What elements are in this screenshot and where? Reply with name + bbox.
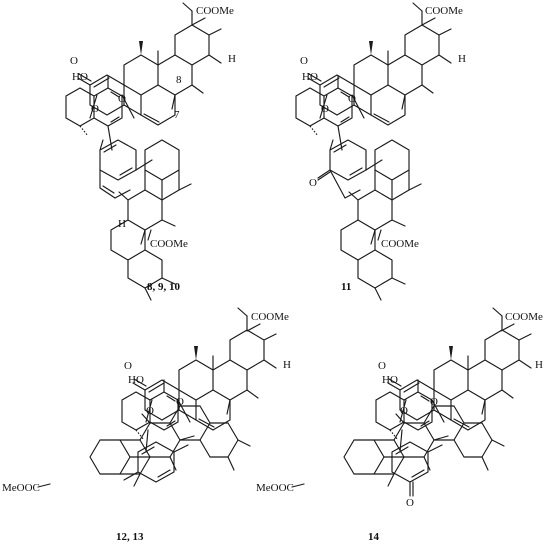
hydroxyl-label: HO bbox=[302, 71, 318, 83]
compound-label: 8, 9, 10 bbox=[147, 281, 181, 293]
ring-oxygen-2-label: O bbox=[176, 396, 184, 408]
compound-label: 12, 13 bbox=[116, 531, 144, 543]
ketone-oxygen-2-label: O bbox=[309, 177, 317, 189]
hydrogen-top-label: H bbox=[458, 53, 466, 65]
ring-oxygen-1-label: O bbox=[321, 103, 329, 115]
ketone-oxygen-label: O bbox=[70, 55, 78, 67]
structure-14: COOMe MeOOC HO O O O O H 14 bbox=[256, 307, 543, 543]
ring-oxygen-1-label: O bbox=[91, 103, 99, 115]
top-ester-label: COOMe bbox=[196, 5, 234, 17]
top-ester-label: COOMe bbox=[425, 5, 463, 17]
hydroxyl-label: HO bbox=[382, 374, 398, 386]
hydrogen-top-label: H bbox=[228, 53, 236, 65]
hydrogen-bottom-label: H bbox=[118, 218, 126, 230]
ring-oxygen-2-label: O bbox=[118, 93, 126, 105]
structure-12-13: COOMe MeOOC HO O O O H 12, 13 bbox=[2, 307, 291, 543]
position-8-label: 8 bbox=[176, 74, 182, 86]
left-ester-label: MeOOC bbox=[256, 482, 294, 494]
bottom-ester-label: COOMe bbox=[381, 238, 419, 250]
bottom-ester-label: COOMe bbox=[150, 238, 188, 250]
ketone-oxygen-2-label: O bbox=[406, 497, 414, 509]
ring-oxygen-2-label: O bbox=[430, 396, 438, 408]
compound-label: 14 bbox=[368, 531, 380, 543]
ring-oxygen-2-label: O bbox=[348, 93, 356, 105]
compound-label: 11 bbox=[341, 281, 351, 293]
ketone-oxygen-label: O bbox=[300, 55, 308, 67]
hydrogen-top-label: H bbox=[535, 359, 543, 371]
hydroxyl-label: HO bbox=[128, 374, 144, 386]
ketone-oxygen-label: O bbox=[378, 360, 386, 372]
top-ester-label: COOMe bbox=[251, 311, 289, 323]
ring-oxygen-1-label: O bbox=[400, 405, 408, 417]
structure-11: COOMe COOMe HO O O O O H 11 bbox=[295, 2, 466, 301]
left-ester-label: MeOOC bbox=[2, 482, 40, 494]
structure-8-9-10: COOMe COOMe HO O O O H H 8 7 8, 9, 10 bbox=[65, 2, 236, 301]
top-ester-label: COOMe bbox=[505, 311, 543, 323]
hydroxyl-label: HO bbox=[72, 71, 88, 83]
position-7-label: 7 bbox=[174, 109, 180, 121]
ring-oxygen-1-label: O bbox=[146, 405, 154, 417]
ketone-oxygen-label: O bbox=[124, 360, 132, 372]
hydrogen-top-label: H bbox=[283, 359, 291, 371]
